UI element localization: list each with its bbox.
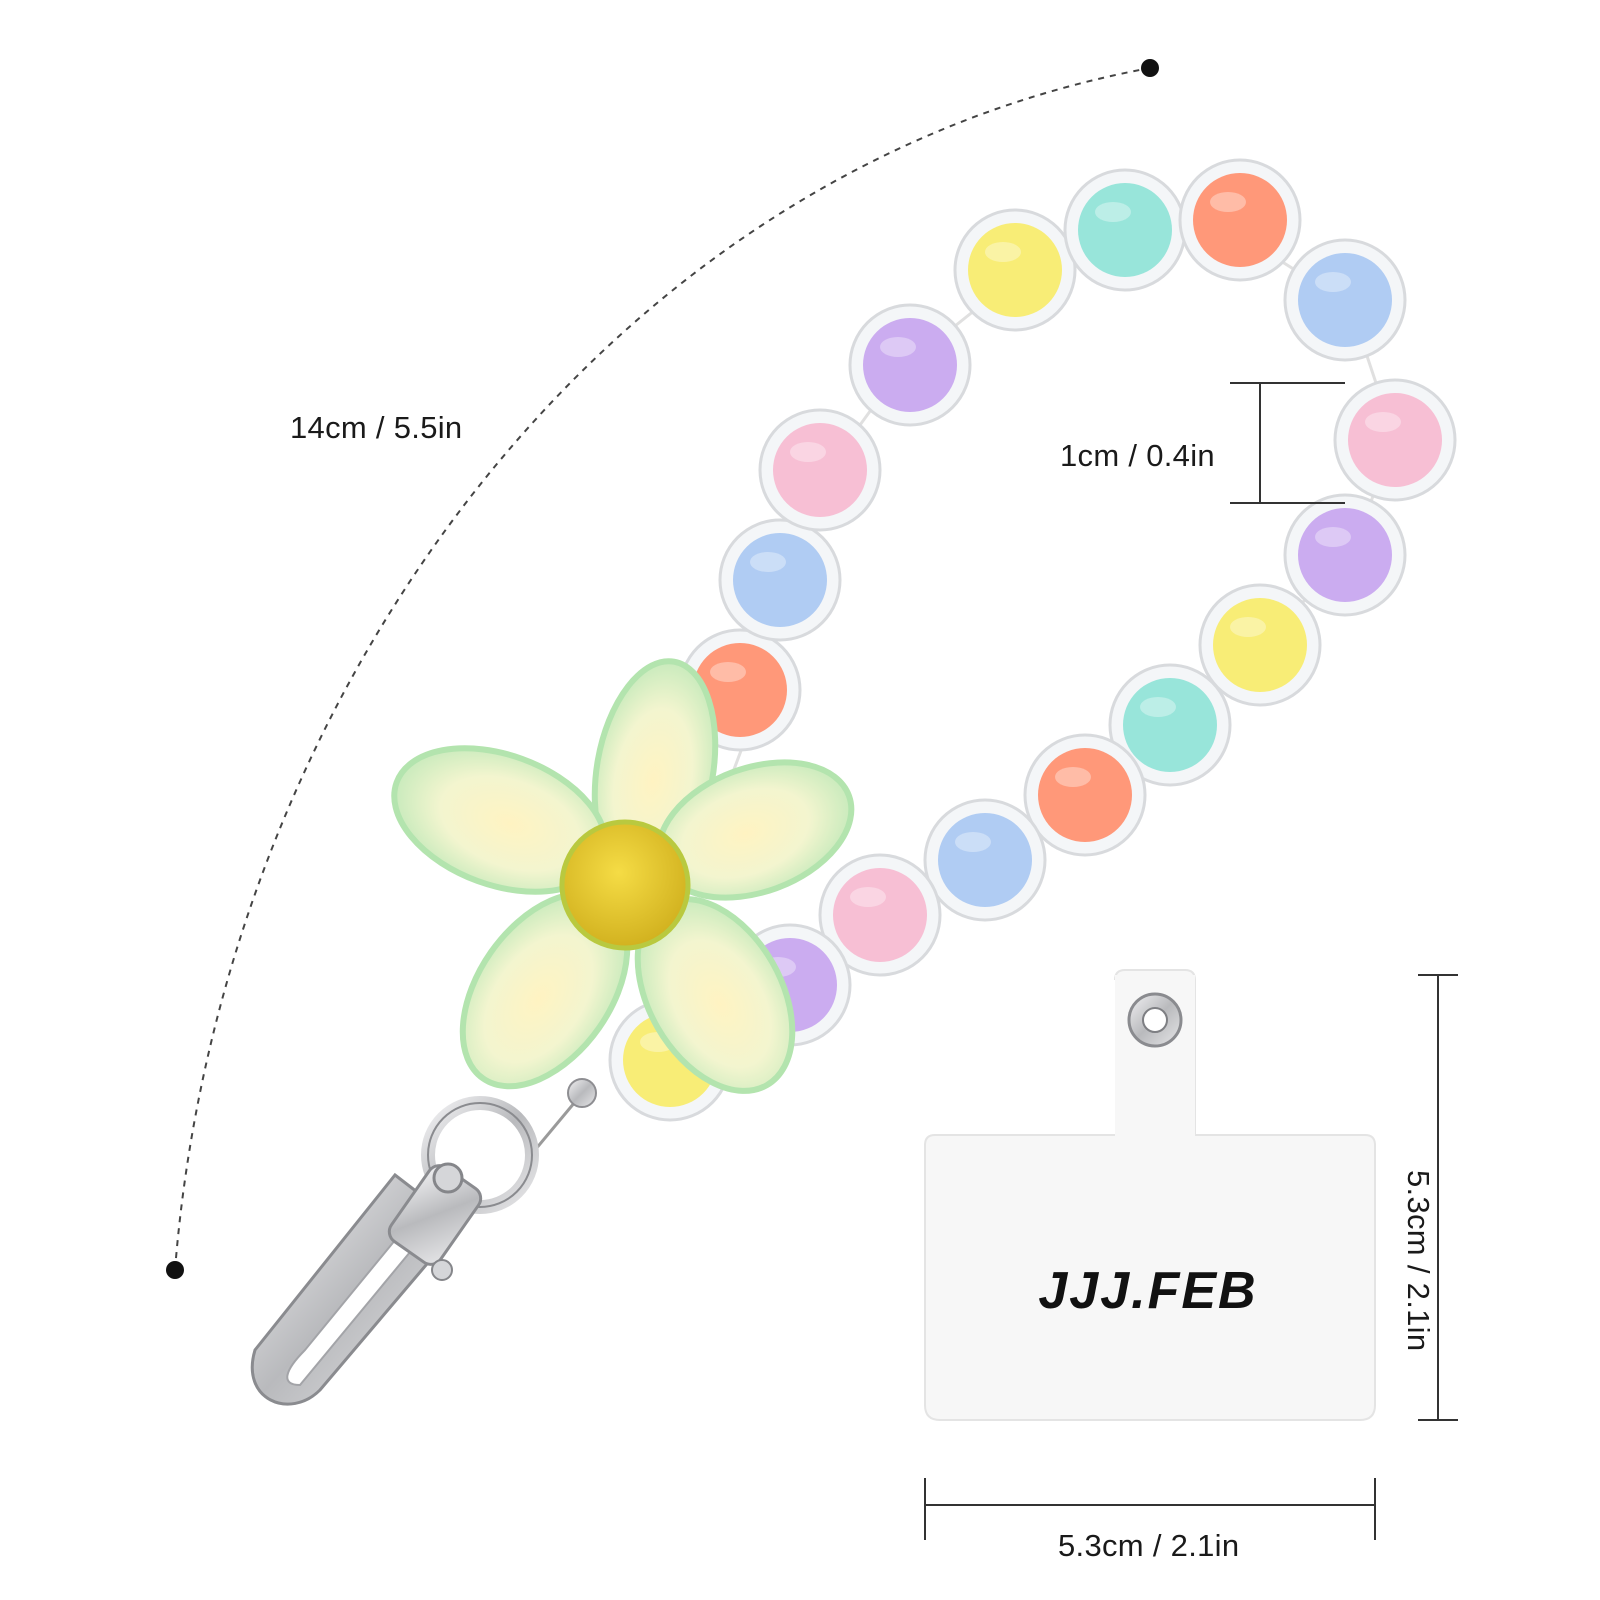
bead-core [968,223,1062,317]
bead-core [1123,678,1217,772]
bead-core [938,813,1032,907]
bead-highlight [790,442,826,462]
bead-highlight [1210,192,1246,212]
bead-core [863,318,957,412]
bead-core [1348,393,1442,487]
patch-height-label: 5.3cm / 2.1in [1401,1170,1436,1352]
bead-core [773,423,867,517]
bead-core [1038,748,1132,842]
bead-highlight [955,832,991,852]
bead-highlight [1315,272,1351,292]
bead-core [733,533,827,627]
bead-core [833,868,927,962]
bead-dimension-bracket [1230,382,1345,504]
bead-highlight [1140,697,1176,717]
patch-width-bracket [924,1478,1376,1540]
bead-highlight [750,552,786,572]
bead-highlight [985,242,1021,262]
arc-start-dot [166,1261,184,1279]
flower-charm [391,658,855,1094]
bead-highlight [1095,202,1131,222]
strap-length-arc [174,67,1151,1271]
patch-width-label: 5.3cm / 2.1in [1058,1528,1240,1563]
bead-core [1298,508,1392,602]
bead-highlight [1315,527,1351,547]
bead-core [1213,598,1307,692]
patch-height-bracket [1418,974,1458,1421]
bead-highlight [710,662,746,682]
brand-logo: JJJ.FEB [1038,1262,1257,1320]
bead-diameter-label: 1cm / 0.4in [1060,438,1215,473]
bead-core [1078,183,1172,277]
bead-highlight [850,887,886,907]
bead-core [1298,253,1392,347]
strap-length-label: 14cm / 5.5in [290,410,463,445]
bead-core [693,643,787,737]
phone-patch: JJJ.FEB [924,969,1376,1421]
bead-highlight [1230,617,1266,637]
bead-core [1193,173,1287,267]
bead-highlight [1365,412,1401,432]
arc-end-dot [1141,59,1159,77]
bead-highlight [880,337,916,357]
bead-highlight [1055,767,1091,787]
lobster-clasp [250,1078,597,1406]
